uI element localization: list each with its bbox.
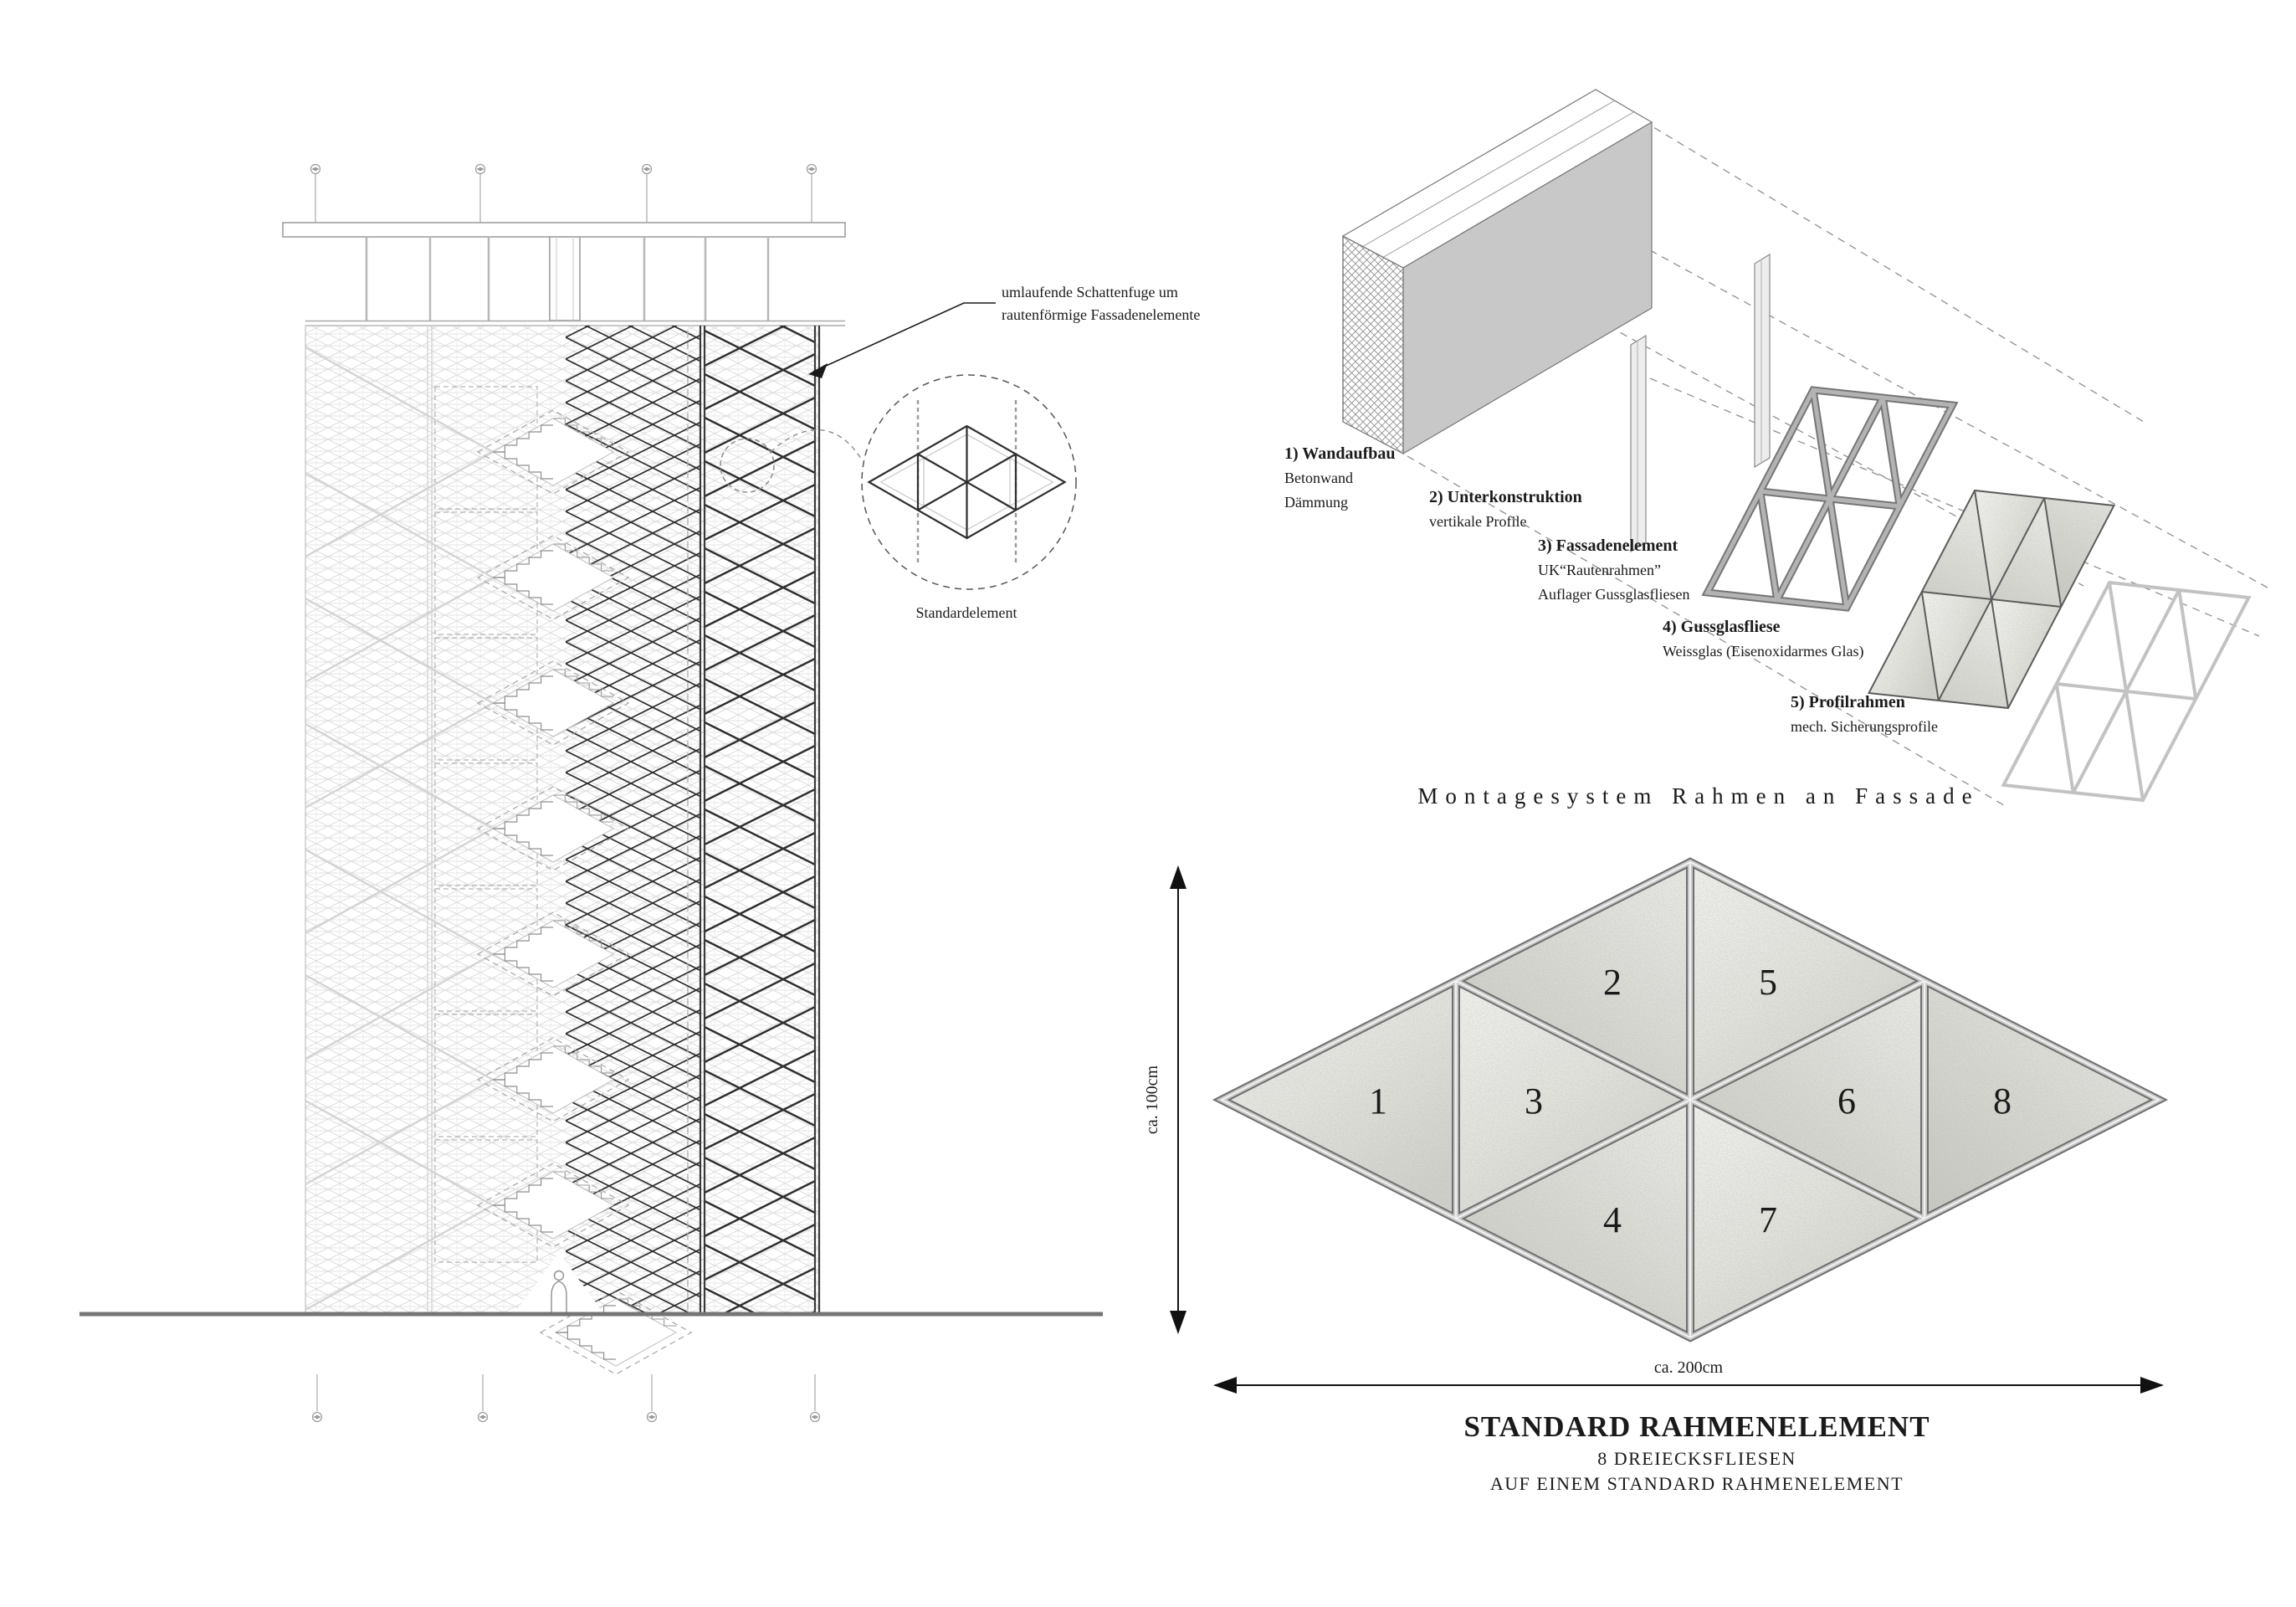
bold-grid-panel — [705, 326, 815, 1314]
tile-numbers: 1 2 3 4 5 6 7 8 — [1369, 962, 2012, 1240]
detail-label: Standardelement — [916, 604, 1017, 621]
standard-subtitle2: AUF EINEM STANDARD RAHMENELEMENT — [1490, 1473, 1904, 1494]
facade-chevrons — [305, 346, 494, 1312]
step1-title: 1) Wandaufbau — [1284, 444, 1395, 463]
montage-title: Montagesystem Rahmen an Fassade — [1417, 783, 1979, 809]
panel-borders — [699, 326, 821, 1314]
facade-elevation: Standardelement umlaufende Schattenfuge … — [79, 163, 1200, 1423]
montage-labels: 1) Wandaufbau Betonwand Dämmung 2) Unter… — [1284, 444, 1938, 735]
dimension-width: ca. 200cm — [1213, 1358, 2164, 1394]
glass-tile-element — [1853, 397, 2131, 802]
tile-number-8: 8 — [1993, 1081, 2012, 1122]
standard-element: 1 2 3 4 5 6 7 8 ca. 100cm ca. 200cm STAN… — [1143, 862, 2162, 1494]
person-silhouette — [551, 1270, 567, 1314]
detail-leader — [770, 429, 864, 462]
standard-subtitle1: 8 DREIECKSFLIESEN — [1597, 1448, 1796, 1469]
facade-annotation: umlaufende Schattenfuge um rautenförmige… — [808, 284, 1200, 378]
roof-columns — [365, 237, 770, 321]
foundation-anchors — [311, 1374, 821, 1423]
anchor-icon — [310, 163, 817, 175]
glass-rhombus — [1222, 862, 2159, 1337]
entrance-portal — [515, 1252, 603, 1313]
dim-width-label: ca. 200cm — [1654, 1358, 1724, 1377]
dimension-height: ca. 100cm — [1143, 865, 1186, 1334]
arrowhead-icon — [808, 363, 828, 378]
step3-line1: UK“Rautenrahmen” — [1538, 562, 1661, 578]
tile-number-1: 1 — [1369, 1081, 1387, 1122]
vertical-profiles — [1630, 253, 1771, 553]
step3-title: 3) Fassadenelement — [1538, 537, 1678, 555]
anchor-icon — [311, 1411, 821, 1423]
step1-line1: Betonwand — [1284, 470, 1353, 486]
tile-number-3: 3 — [1525, 1081, 1543, 1122]
step4-line1: Weissglas (Eisenoxidarmes Glas) — [1663, 643, 1864, 660]
detail-bubble: Standardelement — [862, 375, 1076, 621]
step1-line2: Dämmung — [1284, 494, 1348, 511]
dim-height-label: ca. 100cm — [1143, 1065, 1161, 1134]
step5-title: 5) Profilrahmen — [1791, 693, 1905, 711]
annotation-line1: umlaufende Schattenfuge um — [1002, 284, 1178, 300]
tile-number-7: 7 — [1759, 1199, 1777, 1240]
wall-block — [1341, 89, 1653, 455]
step2-title: 2) Unterkonstruktion — [1429, 488, 1582, 506]
annotation-line2: rautenförmige Fassadenelemente — [1002, 306, 1200, 323]
roof-slab — [282, 222, 846, 238]
step3-line2: Auflager Gussglasfliesen — [1538, 586, 1689, 603]
core-shaft — [549, 236, 581, 321]
tile-number-5: 5 — [1759, 962, 1777, 1003]
montage-diagram: 1) Wandaufbau Betonwand Dämmung 2) Unter… — [1284, 90, 2268, 894]
tile-number-4: 4 — [1603, 1199, 1622, 1240]
insulation-hatch — [1342, 235, 1404, 454]
tile-number-2: 2 — [1603, 962, 1622, 1003]
step4-title: 4) Gussglasfliese — [1663, 618, 1781, 636]
detail-marker-circle — [720, 438, 775, 493]
step2-line1: vertikale Profile — [1429, 513, 1526, 530]
standard-title: STANDARD RAHMENELEMENT — [1463, 1410, 1930, 1443]
roof-hangers — [310, 163, 817, 223]
facade-body — [305, 325, 821, 1375]
step5-line1: mech. Sicherungsprofile — [1791, 718, 1938, 735]
tile-number-6: 6 — [1837, 1081, 1856, 1122]
